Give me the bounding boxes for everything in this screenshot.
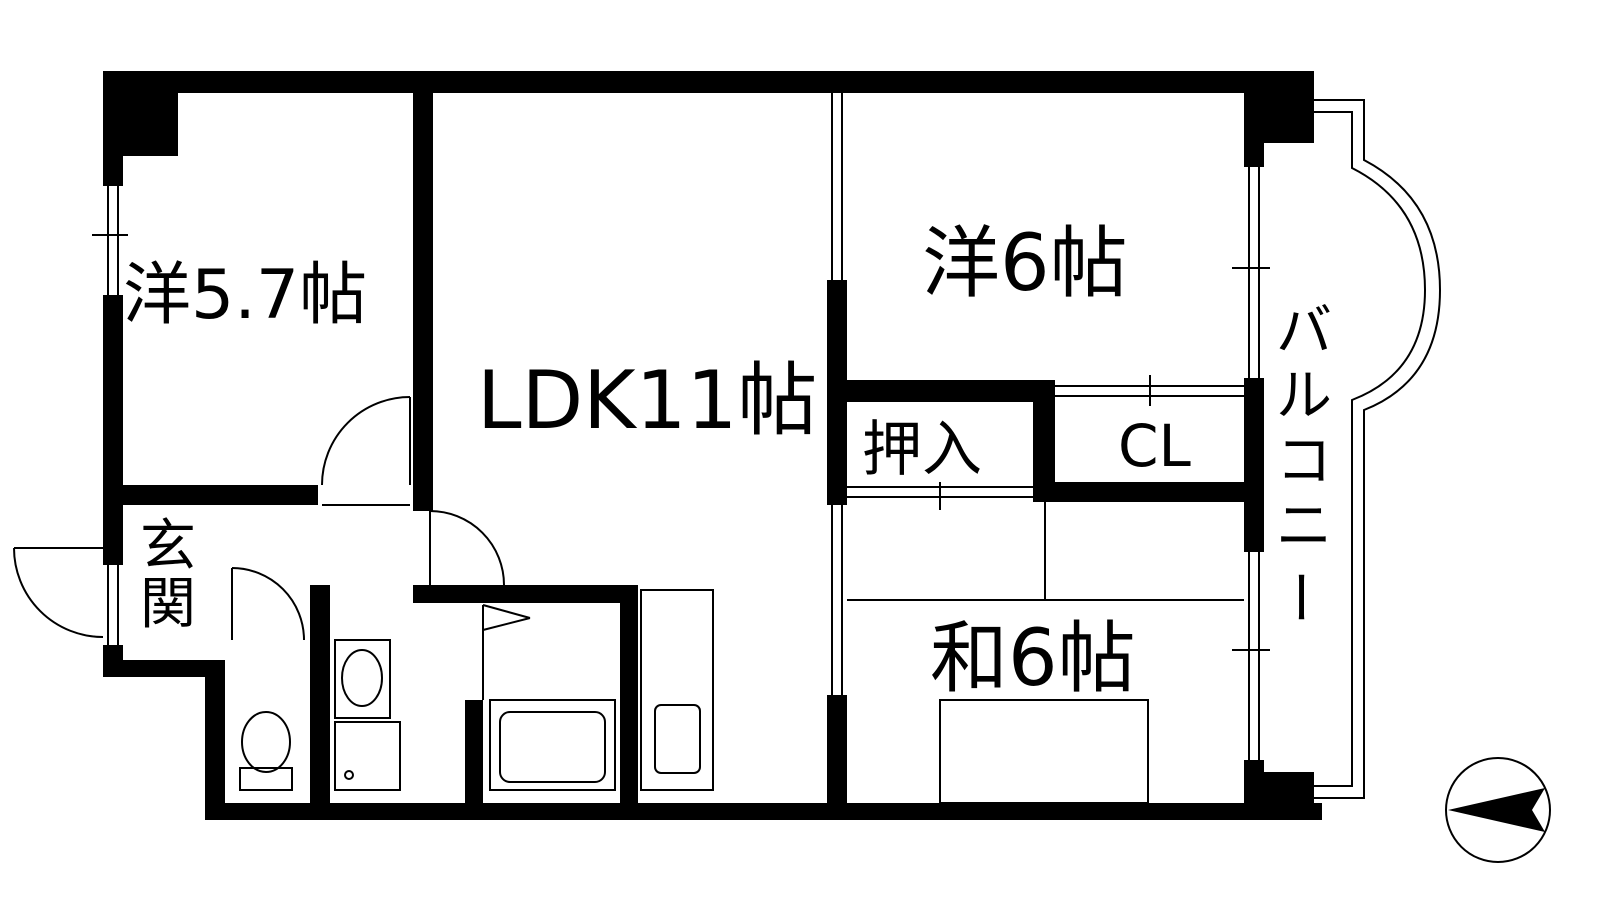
bathtub-outer: [489, 699, 616, 791]
toilet-tank: [239, 767, 293, 791]
room-label-western-large: 洋6帖: [922, 219, 1128, 309]
balcony-char: ニ: [1276, 494, 1332, 559]
wall-closet-top: [827, 380, 1055, 402]
room-label-entrance-bottom: 関: [140, 572, 196, 637]
room-label-japanese: 和6帖: [930, 614, 1136, 704]
balcony-outline: [1314, 99, 1442, 799]
bathtub-inner: [499, 711, 606, 783]
north-arrow-icon: [1445, 757, 1551, 863]
wall-center-lower: [827, 695, 847, 820]
balcony-char: コ: [1276, 429, 1332, 494]
room-label-ldk: LDK11帖: [477, 354, 817, 447]
wall-room1-bottom: [103, 485, 318, 505]
sink: [654, 704, 701, 774]
tatami-lines: [847, 502, 1244, 804]
room-label-entrance-top: 玄: [140, 514, 196, 579]
walls: [103, 71, 1322, 820]
windows: [92, 93, 1270, 760]
wall-closet-bottom: [1033, 482, 1264, 502]
room-label-closet: CL: [1118, 412, 1191, 480]
balcony-char: ー: [1266, 569, 1331, 625]
balcony-char: バ: [1276, 299, 1332, 364]
wall-entry-bottom: [103, 660, 225, 677]
wall-right-lower: [1244, 760, 1264, 820]
fixtures: [239, 589, 714, 791]
wall-right-upper: [1244, 71, 1264, 167]
balcony-inner: [1314, 111, 1427, 787]
room-label-western-small: 洋5.7帖: [123, 256, 367, 335]
doors: [13, 396, 505, 641]
wall-ldk-left: [413, 71, 433, 511]
washbasin: [334, 639, 391, 719]
wall-bath-right: [620, 585, 638, 820]
wall-closet-divider: [1033, 380, 1055, 502]
wall-right-mid: [1244, 378, 1264, 552]
room-label-oshiire: 押入: [862, 415, 982, 485]
wall-bath-divider: [465, 700, 483, 820]
balcony-label: バ ル コ ニ ー: [1266, 299, 1332, 625]
wall-left-mid: [103, 295, 123, 565]
balcony-char: ル: [1276, 364, 1332, 429]
washing-machine: [334, 721, 401, 791]
wall-top: [103, 71, 1314, 93]
wall-bottom: [205, 803, 1322, 820]
wall-bath-top: [413, 585, 635, 603]
wall-left-toilet: [205, 660, 225, 820]
corner-topleft: [103, 71, 178, 156]
kitchen-counter: [640, 589, 714, 791]
wall-wash-left: [310, 585, 330, 820]
toilet-bowl: [241, 711, 291, 773]
